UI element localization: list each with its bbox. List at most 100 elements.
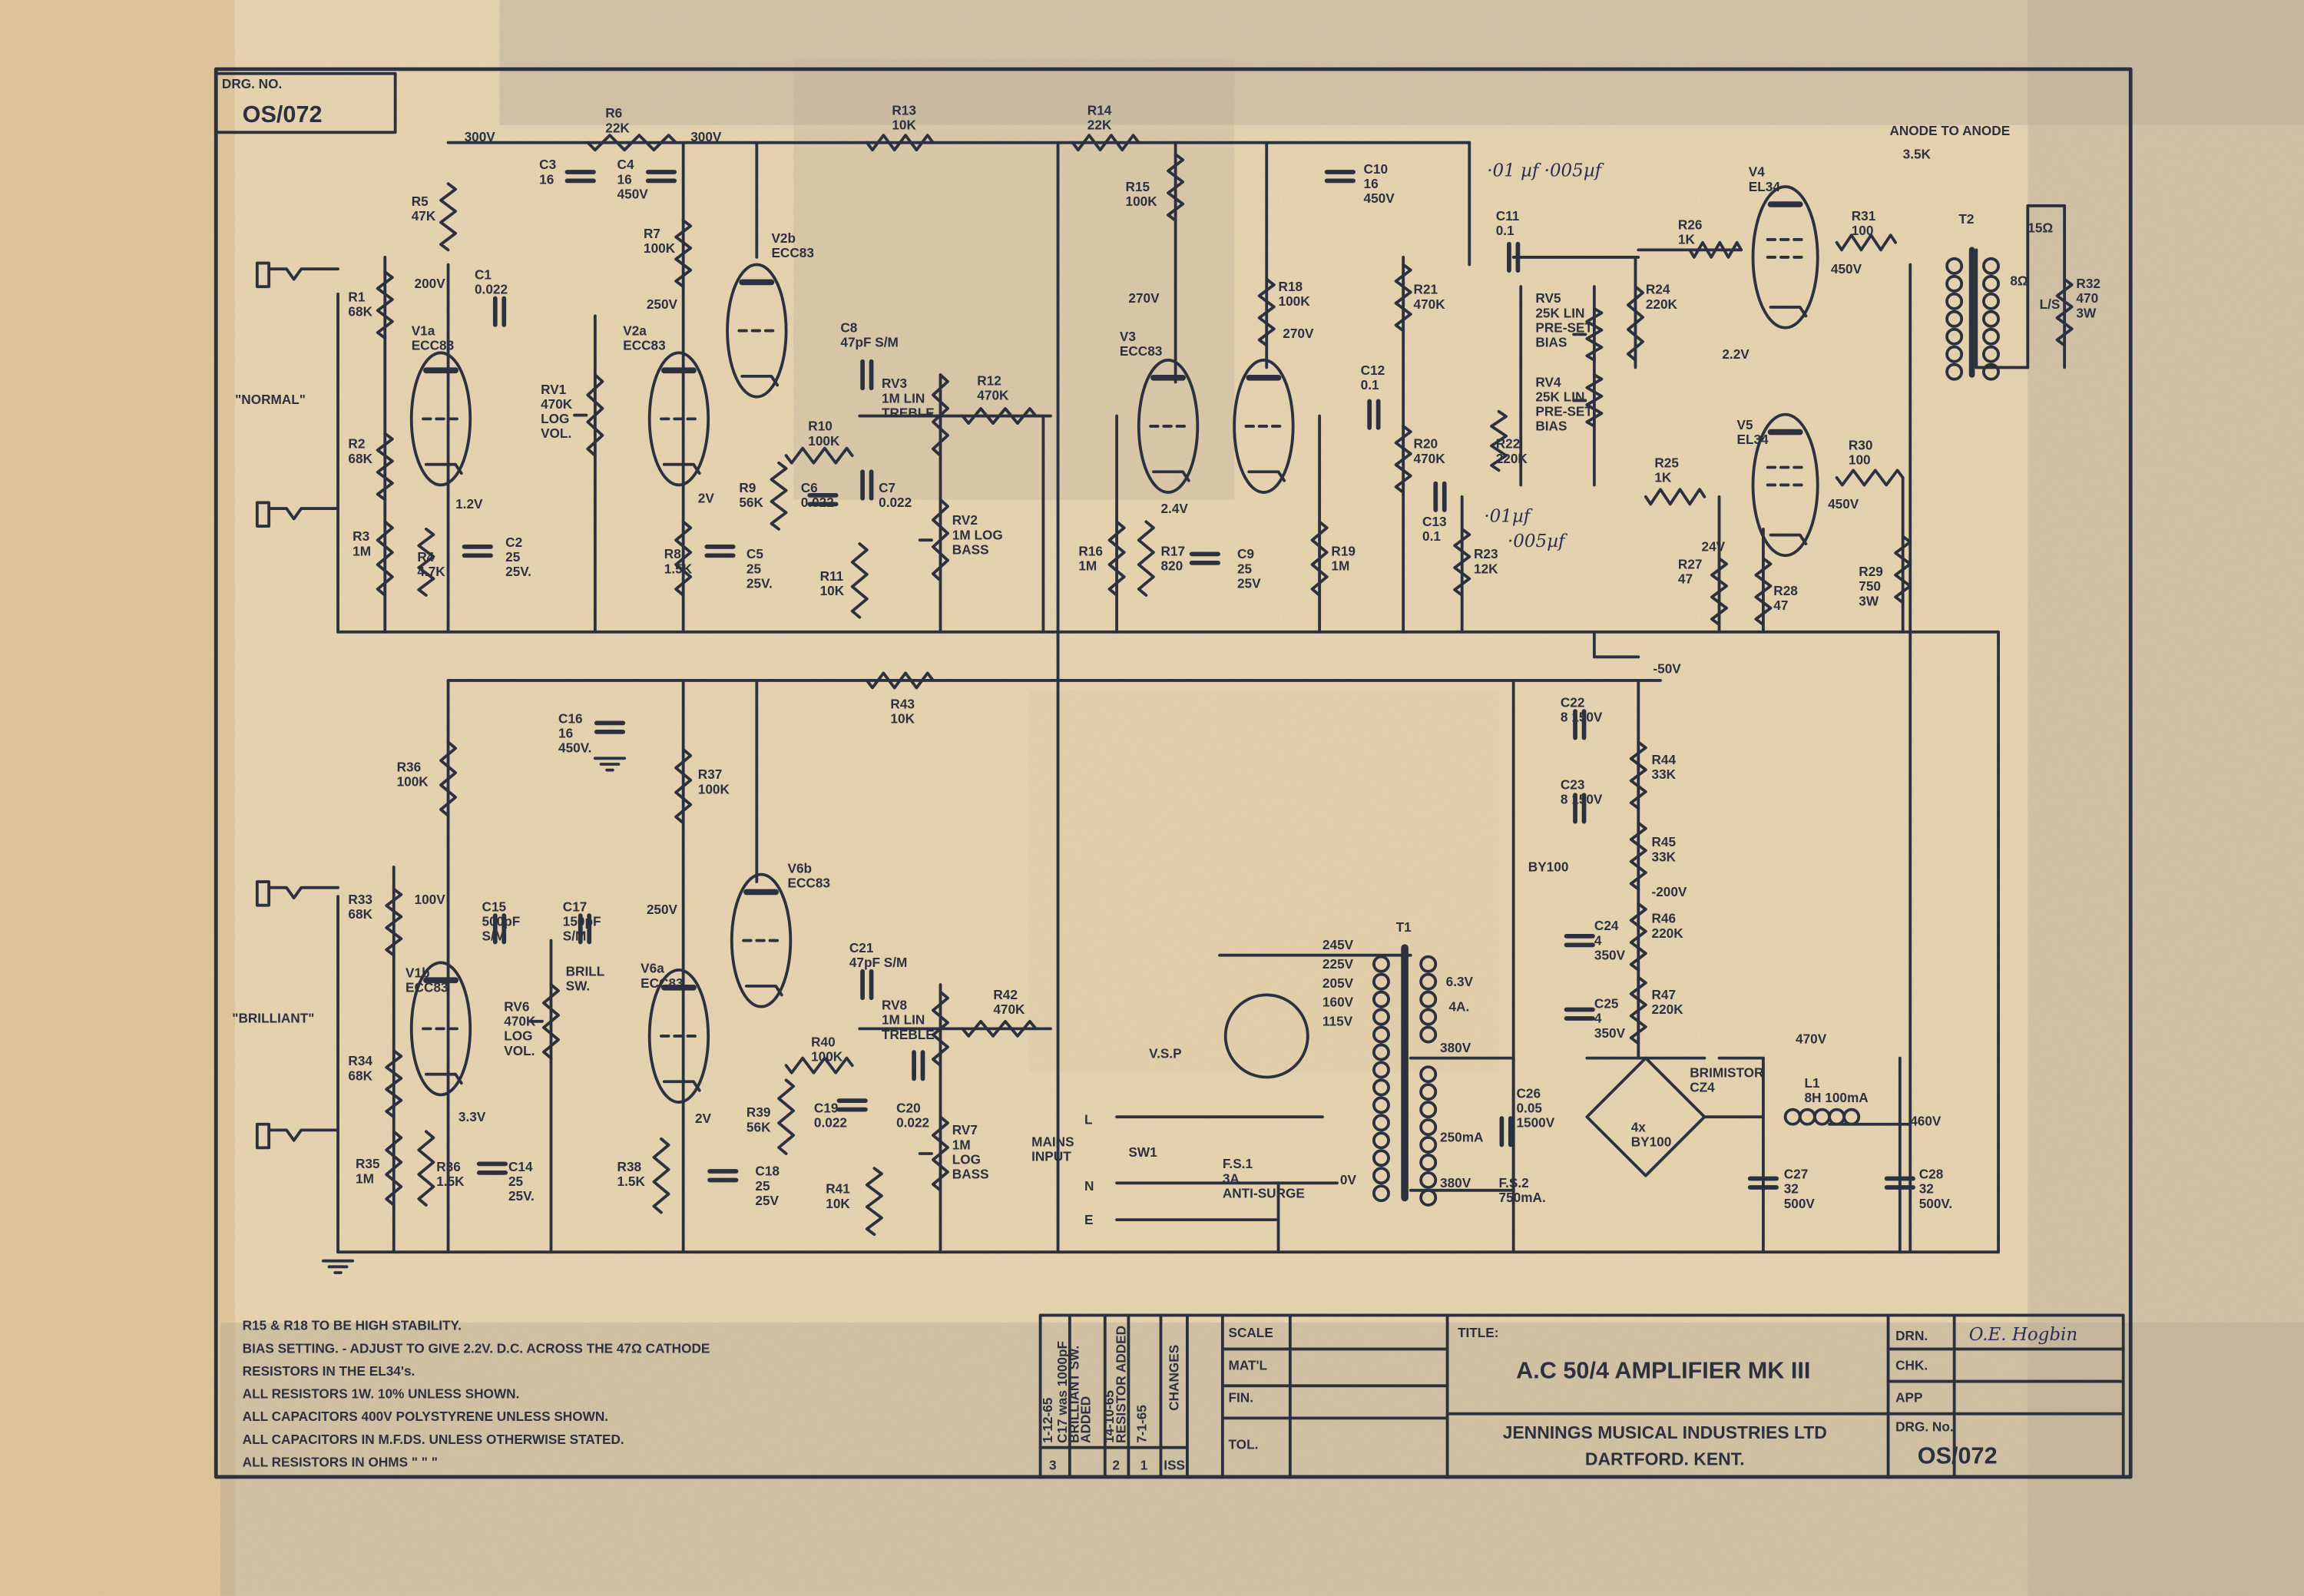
- label-line: PRE-SET: [1535, 404, 1593, 419]
- label-line: C26: [1516, 1085, 1541, 1101]
- resistor-symbol: [1585, 306, 1604, 362]
- label-line: 100K: [811, 1048, 843, 1064]
- label-line: 3W: [2076, 305, 2097, 320]
- label-line: F.S.2: [1499, 1175, 1529, 1190]
- label-line: R16: [1078, 543, 1103, 558]
- voltage-label: 250V: [647, 296, 678, 312]
- label-line: 100: [1849, 452, 1871, 468]
- resistor-symbol: [1394, 425, 1412, 494]
- voltage-label: 225V: [1322, 956, 1354, 972]
- valve-cathode: [424, 462, 463, 475]
- label-line: 33K: [1652, 767, 1677, 782]
- label-line: LOG: [541, 411, 569, 426]
- label-line: V.S.P: [1149, 1046, 1181, 1061]
- label-line: 47: [1773, 598, 1788, 613]
- voltage-label: 250V: [647, 902, 678, 917]
- label-line: 4x: [1631, 1119, 1647, 1134]
- label-line: C5: [746, 546, 763, 561]
- note-line: ALL RESISTORS IN OHMS " " ": [243, 1455, 438, 1470]
- label-line: RV7: [952, 1122, 978, 1137]
- label-line: 1M LOG: [952, 527, 1003, 542]
- output-transformer-coil: [1945, 345, 1964, 363]
- voltage-label: 6.3V: [1446, 974, 1474, 989]
- valve-envelope: [409, 351, 472, 487]
- resistor-symbol: [652, 1137, 670, 1214]
- resistor-symbol: [674, 520, 693, 597]
- mains-transformer-coil: [1419, 1083, 1438, 1101]
- label-line: C15: [482, 899, 507, 914]
- input-jack: [255, 501, 271, 528]
- label-line: V6b: [788, 861, 813, 876]
- input-jack: [255, 1122, 271, 1150]
- output-transformer-coil: [1981, 274, 2000, 293]
- bridge-rectifier: [1585, 1056, 1706, 1177]
- resistor-symbol: [932, 498, 949, 582]
- resistor-symbol: [674, 219, 693, 289]
- resistor-symbol: [865, 671, 935, 690]
- label-line: 25V.: [505, 564, 531, 579]
- label-line: C21: [849, 940, 874, 955]
- label-line: R7: [644, 226, 660, 241]
- voltage-label: 2V: [698, 490, 715, 505]
- label-line: 1M: [1331, 558, 1349, 573]
- voltage-label: 4A.: [1448, 998, 1469, 1014]
- label-line: R24: [1646, 282, 1670, 297]
- voltage-label: 1.2V: [455, 496, 483, 512]
- mains-transformer-coil: [1372, 1131, 1390, 1150]
- label-line: 8 150V: [1561, 710, 1603, 725]
- label-line: R23: [1474, 546, 1498, 561]
- resistor-symbol: [2055, 277, 2074, 347]
- input-label-brilliant: "BRILLIANT": [232, 1011, 314, 1026]
- voltage-label: 450V: [1831, 261, 1862, 276]
- label-line: BRILL: [566, 964, 605, 979]
- valve-envelope: [1751, 412, 1819, 558]
- label-line: 470K: [993, 1002, 1025, 1017]
- mains-transformer-coil: [1419, 990, 1438, 1008]
- valve-envelope: [1137, 358, 1200, 494]
- valve-cathode: [662, 1080, 701, 1092]
- label-line: C12: [1361, 363, 1385, 378]
- label-line: C3: [539, 157, 556, 172]
- output-transformer-coil: [1981, 327, 2000, 346]
- resistor-symbol: [1310, 520, 1329, 597]
- label-line: SW.: [566, 978, 591, 994]
- label-line: R28: [1773, 583, 1798, 598]
- label-line: 100K: [1126, 194, 1158, 209]
- resistor-symbol: [376, 432, 394, 502]
- label-line: R40: [811, 1034, 836, 1049]
- label-line: R46: [1652, 911, 1677, 926]
- valve-cathode: [1247, 470, 1286, 482]
- resistor-symbol: [417, 527, 435, 597]
- title-block-tol: TOL.: [1228, 1437, 1258, 1452]
- voltage-label: 160V: [1322, 995, 1354, 1010]
- label-line: LOG: [952, 1151, 981, 1167]
- label-line: 0.1: [1361, 377, 1379, 392]
- label-line: C7: [879, 480, 895, 495]
- output-transformer-coil: [1945, 310, 1964, 328]
- valve-envelope: [409, 961, 472, 1097]
- label-line: 1M: [952, 1137, 971, 1152]
- voltage-label: ANODE TO ANODE: [1889, 123, 2010, 138]
- mains-transformer-coil: [1419, 1008, 1438, 1026]
- drawing-number-caption: DRG. NO.: [222, 76, 282, 91]
- choke-coil: [1842, 1108, 1861, 1126]
- valve-envelope: [647, 351, 710, 487]
- label-line: R8: [664, 546, 681, 561]
- changes-issue-header: ISS.: [1164, 1457, 1189, 1472]
- label-line: T2: [1958, 211, 1974, 227]
- note-line: ALL CAPACITORS 400V POLYSTYRENE UNLESS S…: [243, 1409, 608, 1424]
- label-line: R31: [1852, 208, 1876, 224]
